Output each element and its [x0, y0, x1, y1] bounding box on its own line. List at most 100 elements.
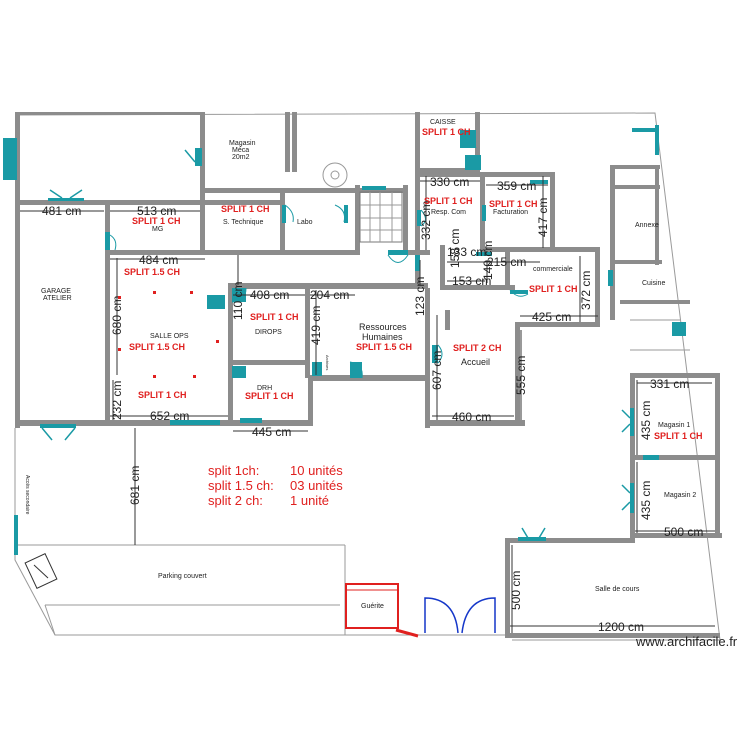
split-ressources: SPLIT 1.5 CH [356, 342, 412, 352]
dimension-labels: 481 cm 513 cm 330 cm 359 cm 332 cm 417 c… [42, 175, 703, 634]
legend-1-value: 10 unités [290, 463, 343, 478]
room-guerite: Guérite [361, 603, 384, 610]
dim-500-h: 500 cm [664, 525, 703, 539]
dim-153: 153 cm [452, 274, 491, 288]
room-mg: MG [152, 226, 163, 233]
door-hall-top [387, 250, 409, 263]
door-magasin2 [621, 483, 634, 513]
room-annexe: Annexe [635, 222, 659, 229]
dim-140: 140 cm [481, 241, 495, 280]
door-stts [282, 204, 294, 223]
dim-435-b: 435 cm [639, 481, 653, 520]
legend-1-label: split 1ch: [208, 463, 259, 478]
room-commerciale: commerciale [533, 266, 573, 273]
door-small-room [312, 362, 322, 376]
room-acces-secondaire: Accès secondaire [24, 475, 30, 515]
split-garage-bottom: SPLIT 1 CH [138, 390, 187, 400]
door-magasin1 [621, 408, 634, 436]
room-drh: DRH [257, 385, 272, 392]
door-acces-secondaire [14, 515, 18, 555]
split-commerciale: SPLIT 1 CH [529, 284, 578, 294]
split-s-technique: SPLIT 1 CH [221, 204, 270, 214]
door-wc-2 [476, 252, 492, 256]
door-wc [415, 255, 420, 271]
dim-513: 513 cm [137, 204, 176, 218]
room-caisse: CAISSE [430, 119, 456, 126]
room-magasin-meca-3: 20m2 [232, 154, 250, 161]
split-magasin1: SPLIT 1 CH [654, 431, 703, 441]
dim-123: 123 cm [413, 277, 427, 316]
door-dirops-left [207, 295, 225, 309]
door-caisse-bottom [465, 155, 481, 170]
door-left-entrance [3, 138, 17, 180]
room-magasin2: Magasin 2 [664, 492, 696, 499]
legend-3-value: 1 unité [290, 493, 329, 508]
walls [15, 112, 722, 638]
legend-2-value: 03 unités [290, 478, 343, 493]
dim-555: 555 cm [514, 356, 528, 395]
dim-652: 652 cm [150, 409, 189, 423]
room-magasin-meca-1: Magasin [229, 140, 256, 147]
door-magasin-inner [643, 455, 659, 460]
guerite [345, 583, 419, 638]
room-garage-2: ATELIER [43, 295, 72, 302]
markers [118, 291, 219, 378]
split-garage-top: SPLIT 1.5 CH [124, 267, 180, 277]
split-facturation: SPLIT 1 CH [489, 199, 538, 209]
room-facturation: Facturation [493, 209, 528, 216]
dim-408: 408 cm [250, 288, 289, 302]
room-ressources-1: Ressources [359, 322, 407, 332]
room-dirops: DIROPS [255, 329, 282, 336]
door-garage-bottom [40, 424, 76, 441]
room-salle-de-cours: Salle de cours [595, 586, 640, 593]
door-magasin-meca [184, 148, 202, 166]
room-s-technique: S. Technique [223, 219, 263, 226]
dim-359: 359 cm [497, 179, 536, 193]
dim-417: 417 cm [536, 198, 550, 237]
door-drh [232, 366, 246, 378]
dim-372: 372 cm [579, 271, 593, 310]
spiral-stair [322, 162, 348, 188]
room-cuisine: Cuisine [642, 280, 665, 287]
room-resp-com: Resp. Com [431, 209, 466, 216]
door-commerciale [509, 289, 529, 297]
door-drh-bottom [240, 418, 262, 423]
dim-133: 133 cm [447, 245, 486, 259]
dim-435-a: 435 cm [639, 401, 653, 440]
dim-484: 484 cm [139, 253, 178, 267]
doors [3, 125, 686, 555]
dim-110: 110 cm [231, 282, 245, 320]
dim-425: 425 cm [532, 310, 571, 324]
split-mg: SPLIT 1 CH [132, 216, 181, 226]
split-labels: SPLIT 1 CH SPLIT 1 CH SPLIT 1 CH SPLIT 1… [124, 127, 703, 441]
split-drh: SPLIT 1 CH [245, 391, 294, 401]
room-magasin1: Magasin 1 [658, 422, 690, 429]
dim-158: 158 cm [448, 229, 462, 268]
legend: split 1ch: 10 unités split 1.5 ch: 03 un… [208, 463, 343, 508]
door-facturation [482, 205, 486, 221]
door-annexe [632, 125, 659, 155]
dim-460: 460 cm [452, 410, 491, 424]
dim-607: 607 cm [430, 351, 444, 390]
dim-481: 481 cm [42, 204, 81, 218]
dim-681: 681 cm [128, 466, 142, 505]
split-resp-com: SPLIT 1 CH [424, 196, 473, 206]
room-small-rotated: Archives [325, 355, 330, 370]
dim-419: 419 cm [309, 306, 323, 345]
legend-2-label: split 1.5 ch: [208, 478, 274, 493]
watermark: www.archifacile.fr [635, 634, 738, 649]
dim-445: 445 cm [252, 425, 291, 439]
room-labels: CAISSE Magasin Méca 20m2 Labo S. Techniq… [24, 119, 696, 610]
room-accueil: Accueil [461, 357, 490, 367]
dimension-lines [20, 176, 715, 633]
split-salle-ops: SPLIT 1.5 CH [129, 342, 185, 352]
dim-331: 331 cm [650, 377, 689, 391]
room-parking: Parking couvert [158, 573, 207, 580]
door-labo [334, 204, 348, 223]
door-cuisine [608, 270, 613, 286]
split-dirops: SPLIT 1 CH [250, 312, 299, 322]
split-caisse: SPLIT 1 CH [422, 127, 471, 137]
dim-330: 330 cm [430, 175, 469, 189]
split-accueil: SPLIT 2 CH [453, 343, 502, 353]
